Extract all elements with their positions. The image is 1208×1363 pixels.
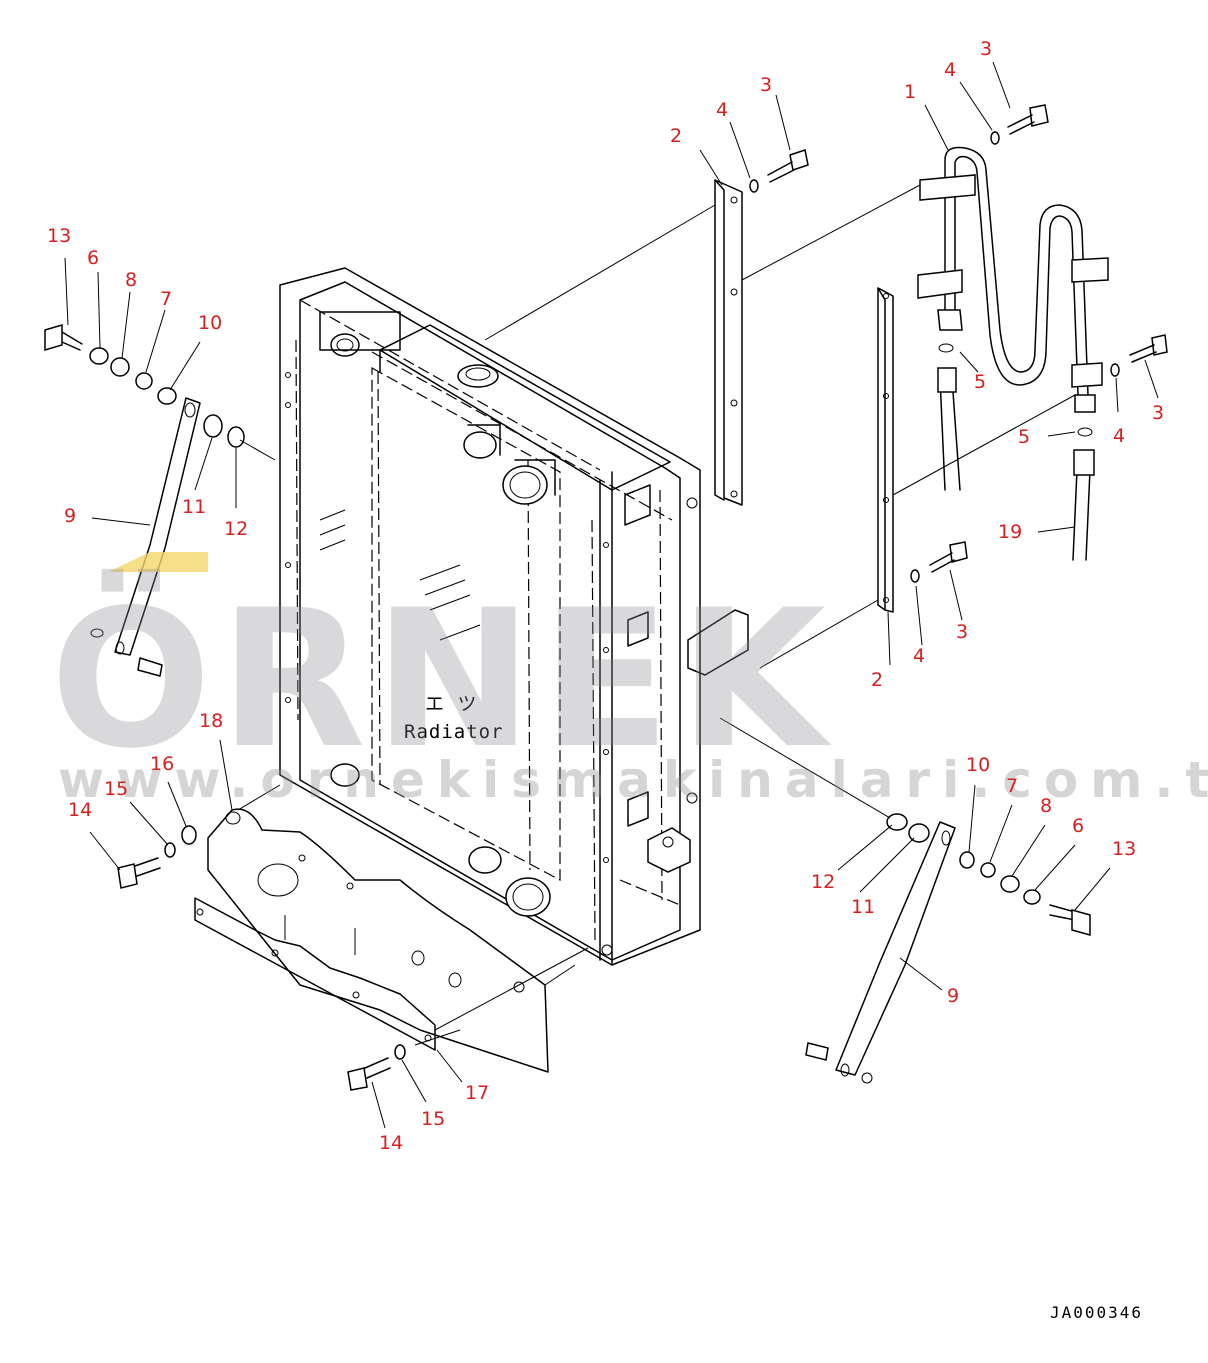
callout-7-left: 7 xyxy=(160,288,172,310)
callout-2-upper: 2 xyxy=(670,125,682,147)
callout-3-d: 3 xyxy=(956,621,968,643)
callout-8-right: 8 xyxy=(1040,795,1052,817)
pipe-assembly xyxy=(917,146,1109,561)
callout-10-right: 10 xyxy=(966,754,990,776)
callout-9-left: 9 xyxy=(64,505,76,527)
callout-4-b: 4 xyxy=(944,59,956,81)
fasteners xyxy=(117,104,1168,1091)
callout-5-b: 5 xyxy=(1018,426,1030,448)
callout-14-bottom: 14 xyxy=(379,1132,403,1154)
stay-rod-left xyxy=(44,323,245,677)
callout-11-right: 11 xyxy=(851,896,875,918)
callout-12-right: 12 xyxy=(811,871,835,893)
callout-18: 18 xyxy=(199,710,223,732)
radiator-label: Radiator xyxy=(404,721,504,743)
radiator-assembly: エ ツ Radiator xyxy=(279,267,749,966)
callout-2-lower: 2 xyxy=(871,669,883,691)
callout-7-right: 7 xyxy=(1006,775,1018,797)
callout-4-a: 4 xyxy=(716,99,728,121)
mounting-plate-upper xyxy=(714,179,743,506)
callout-17: 17 xyxy=(465,1082,489,1104)
callout-3-c: 3 xyxy=(1152,402,1164,424)
callout-10-left: 10 xyxy=(198,312,222,334)
cover-plate-17 xyxy=(194,897,462,1051)
callout-4-d: 4 xyxy=(913,645,925,667)
drawing-id: JA000346 xyxy=(1050,1303,1143,1322)
radiator-label-jp: エ ツ xyxy=(425,693,477,715)
watermark-brand: ÖRNEK xyxy=(50,568,834,790)
mounting-plate-lower xyxy=(877,287,894,613)
callout-3-a: 3 xyxy=(760,74,772,96)
callout-13-right: 13 xyxy=(1112,838,1136,860)
stay-rod-right xyxy=(805,813,1091,1084)
callout-3-b: 3 xyxy=(980,38,992,60)
callout-12-left: 12 xyxy=(224,518,248,540)
callouts: 1 2 2 3 3 3 3 4 4 4 4 5 5 6 6 7 7 8 8 9 … xyxy=(47,38,1164,1154)
callout-4-c: 4 xyxy=(1113,425,1125,447)
callout-11-left: 11 xyxy=(182,496,206,518)
callout-5-a: 5 xyxy=(974,371,986,393)
callout-1: 1 xyxy=(904,81,916,103)
callout-6-left: 6 xyxy=(87,247,99,269)
callout-8-left: 8 xyxy=(125,269,137,291)
callout-15-bottom: 15 xyxy=(421,1108,445,1130)
leader-lines xyxy=(64,61,1159,1129)
callout-9-right: 9 xyxy=(947,985,959,1007)
watermark: ÖRNEK www.ornekismakinalari.com.tr xyxy=(50,552,1208,809)
callout-15-left: 15 xyxy=(104,778,128,800)
callout-6-right: 6 xyxy=(1072,815,1084,837)
callout-13-left: 13 xyxy=(47,225,71,247)
callout-16: 16 xyxy=(150,753,174,775)
watermark-url: www.ornekismakinalari.com.tr xyxy=(58,751,1208,809)
watermark-accent xyxy=(108,552,208,572)
cover-plate-18 xyxy=(207,808,549,1073)
callout-19: 19 xyxy=(998,521,1022,543)
callout-14-left: 14 xyxy=(68,799,92,821)
